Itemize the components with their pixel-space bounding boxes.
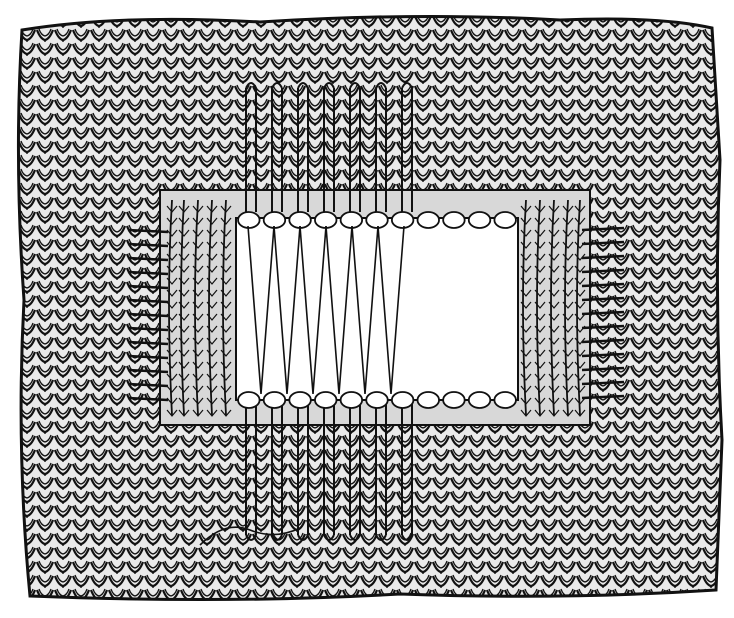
edge-loop <box>418 392 440 408</box>
edge-loop <box>264 212 286 228</box>
edge-loop <box>289 212 311 228</box>
edge-loop <box>366 392 388 408</box>
bottom-edge-loops <box>238 392 516 408</box>
edge-loop <box>289 392 311 408</box>
edge-loop <box>238 212 260 228</box>
edge-loop <box>494 392 516 408</box>
edge-loop <box>443 212 465 228</box>
edge-loop <box>392 392 414 408</box>
edge-loop <box>341 392 363 408</box>
edge-loop <box>392 212 414 228</box>
edge-loop <box>315 212 337 228</box>
edge-loop <box>264 392 286 408</box>
edge-loop <box>469 392 491 408</box>
edge-loop <box>443 392 465 408</box>
edge-loop <box>469 212 491 228</box>
edge-loop <box>341 212 363 228</box>
top-edge-loops <box>238 212 516 228</box>
edge-loop <box>238 392 260 408</box>
edge-loop <box>366 212 388 228</box>
edge-loop <box>494 212 516 228</box>
edge-loop <box>315 392 337 408</box>
edge-loop <box>418 212 440 228</box>
